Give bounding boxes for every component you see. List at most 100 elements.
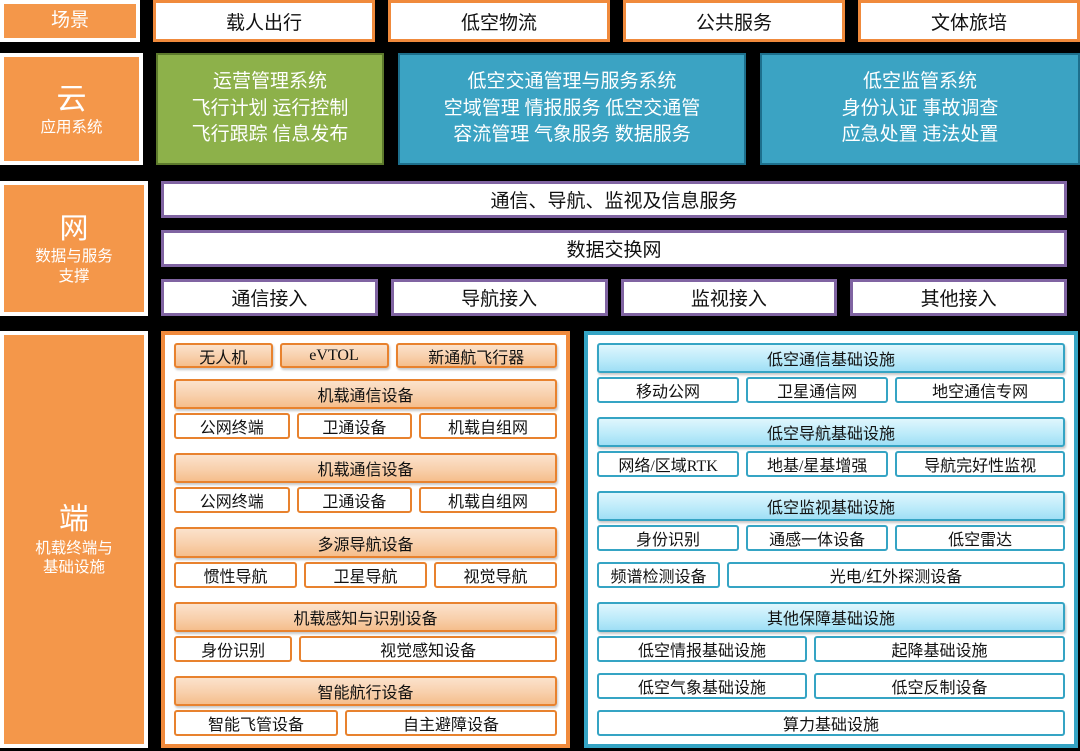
infra-item-low-altitude-counter-uas-equipment[interactable]: 低空反制设备: [813, 673, 1065, 699]
network-access-other[interactable]: 其他接入: [850, 279, 1067, 316]
infra-item-identity-recognition[interactable]: 身份识别: [597, 525, 740, 551]
airborne-item-inertial-navigation[interactable]: 惯性导航: [174, 561, 297, 588]
infra-item-spectrum-detection-equipment[interactable]: 频谱检测设备: [597, 562, 721, 588]
infra-item-navigation-integrity-monitoring[interactable]: 导航完好性监视: [895, 451, 1065, 477]
scenario-label-text: 场景: [50, 10, 89, 32]
terminal-layer: 端 机载终端与 基础设施 无人机 eVTOL 新通航飞行器 机载通信设备 公网终…: [0, 331, 1080, 751]
infra-group-header-other-support[interactable]: 其他保障基础设施: [597, 602, 1065, 632]
scenario-box-low-altitude-logistics[interactable]: 低空物流: [388, 0, 610, 42]
airborne-item-visual-sensing-equipment[interactable]: 视觉感知设备: [299, 635, 557, 662]
airborne-group-header-sensing[interactable]: 机载感知与识别设备: [174, 601, 557, 632]
spacer: [597, 481, 1065, 487]
cloud-system-list: 运营管理系统 飞行计划 运行控制 飞行跟踪 信息发布 低空交通管理与服务系统 空…: [156, 53, 1080, 165]
spacer: [174, 372, 557, 375]
infra-group-items-other-row1: 低空情报基础设施 起降基础设施: [597, 636, 1065, 662]
airborne-item-intelligent-flight-management[interactable]: 智能飞管设备: [174, 710, 338, 737]
network-label-sub2: 支撑: [58, 267, 90, 285]
terminal-layer-label: 端 机载终端与 基础设施: [0, 331, 148, 748]
terminal-label-sub1: 机载终端与: [35, 539, 113, 557]
airborne-group-header-comm-2[interactable]: 机载通信设备: [174, 453, 557, 484]
spacer: [174, 443, 557, 449]
infra-group-header-surveillance[interactable]: 低空监视基础设施: [597, 491, 1065, 521]
airborne-group-items-sensing: 身份识别 视觉感知设备: [174, 635, 557, 662]
airborne-group-items-comm-2: 公网终端 卫通设备 机载自组网: [174, 487, 557, 514]
infra-group-header-navigation[interactable]: 低空导航基础设施: [597, 417, 1065, 447]
airborne-item-autonomous-obstacle-avoidance[interactable]: 自主避障设备: [345, 710, 557, 737]
spacer: [174, 666, 557, 672]
network-layer-label: 网 数据与服务 支撑: [0, 181, 148, 316]
terminal-label-sub2: 基础设施: [42, 559, 105, 577]
network-content: 通信、导航、监视及信息服务 数据交换网 通信接入 导航接入 监视接入 其他接入: [161, 181, 1067, 316]
spacer: [597, 555, 1065, 558]
airborne-group-header-comm-1[interactable]: 机载通信设备: [174, 379, 557, 410]
airborne-item-visual-navigation[interactable]: 视觉导航: [434, 561, 557, 588]
infra-group-items-surveillance-row1: 身份识别 通感一体设备 低空雷达: [597, 525, 1065, 551]
cloud-system-title: 低空交通管理与服务系统: [467, 70, 677, 92]
airborne-item-satcom-equipment[interactable]: 卫通设备: [296, 413, 413, 440]
terminal-label-main: 端: [59, 503, 89, 537]
infra-item-satellite-communication-network[interactable]: 卫星通信网: [746, 377, 889, 403]
infra-item-integrated-sensing-communication[interactable]: 通感一体设备: [746, 525, 889, 551]
infra-item-air-ground-dedicated-network[interactable]: 地空通信专网: [895, 377, 1065, 403]
infra-item-takeoff-landing-infrastructure[interactable]: 起降基础设施: [813, 636, 1065, 662]
cloud-system-line3: 应急处置 违法处置: [841, 124, 999, 146]
scenario-layer: 场景 载人出行 低空物流 公共服务 文体旅培: [0, 0, 1080, 42]
airborne-group-items-intelligent-flight: 智能飞管设备 自主避障设备: [174, 710, 557, 737]
cloud-label-sub: 应用系统: [40, 119, 103, 137]
airborne-item-satcom-equipment[interactable]: 卫通设备: [296, 487, 413, 514]
cloud-system-title: 运营管理系统: [212, 70, 327, 92]
cloud-system-line3: 容流管理 气象服务 数据服务: [453, 124, 691, 146]
aircraft-type-evtol[interactable]: eVTOL: [279, 343, 389, 368]
airborne-item-airborne-adhoc-network[interactable]: 机载自组网: [419, 487, 557, 514]
scenario-box-manned-travel[interactable]: 载人出行: [153, 0, 375, 42]
airborne-item-public-network-terminal[interactable]: 公网终端: [174, 487, 290, 514]
infra-item-low-altitude-information-infrastructure[interactable]: 低空情报基础设施: [597, 636, 807, 662]
spacer: [597, 666, 1065, 669]
cloud-label-main: 云: [56, 82, 87, 116]
airborne-group-header-navigation[interactable]: 多源导航设备: [174, 527, 557, 558]
infra-item-computing-power-infrastructure[interactable]: 算力基础设施: [597, 710, 1065, 736]
network-access-list: 通信接入 导航接入 监视接入 其他接入: [161, 279, 1067, 316]
network-bar-cns-services[interactable]: 通信、导航、监视及信息服务: [161, 181, 1067, 218]
network-access-communication[interactable]: 通信接入: [161, 279, 378, 316]
network-layer: 网 数据与服务 支撑 通信、导航、监视及信息服务 数据交换网 通信接入 导航接入…: [0, 181, 1080, 316]
infra-item-ground-satellite-augmentation[interactable]: 地基/星基增强: [746, 451, 889, 477]
network-bar-data-exchange[interactable]: 数据交换网: [161, 230, 1067, 267]
infra-item-network-regional-rtk[interactable]: 网络/区域RTK: [597, 451, 740, 477]
infra-item-mobile-public-network[interactable]: 移动公网: [597, 377, 740, 403]
cloud-system-operations-management[interactable]: 运营管理系统 飞行计划 运行控制 飞行跟踪 信息发布: [156, 53, 384, 165]
airborne-equipment-panel: 无人机 eVTOL 新通航飞行器 机载通信设备 公网终端 卫通设备 机载自组网 …: [161, 331, 570, 748]
infra-group-items-surveillance-row2: 频谱检测设备 光电/红外探测设备: [597, 562, 1065, 588]
network-label-main: 网: [59, 213, 89, 245]
infra-item-low-altitude-radar[interactable]: 低空雷达: [895, 525, 1065, 551]
spacer: [174, 517, 557, 523]
airborne-item-airborne-adhoc-network[interactable]: 机载自组网: [419, 413, 557, 440]
spacer: [174, 592, 557, 598]
scenario-box-list: 载人出行 低空物流 公共服务 文体旅培: [153, 0, 1080, 42]
airborne-group-items-navigation: 惯性导航 卫星导航 视觉导航: [174, 561, 557, 588]
network-access-navigation[interactable]: 导航接入: [390, 279, 608, 316]
infrastructure-panel: 低空通信基础设施 移动公网 卫星通信网 地空通信专网 低空导航基础设施 网络/区…: [584, 331, 1078, 748]
aircraft-type-uav[interactable]: 无人机: [174, 343, 273, 368]
infra-item-low-altitude-meteorological-infrastructure[interactable]: 低空气象基础设施: [597, 673, 807, 699]
network-label-sub1: 数据与服务: [35, 248, 113, 266]
cloud-system-regulatory[interactable]: 低空监管系统 身份认证 事故调查 应急处置 违法处置: [760, 53, 1080, 165]
aircraft-type-new-ga[interactable]: 新通航飞行器: [395, 343, 557, 368]
network-access-surveillance[interactable]: 监视接入: [620, 279, 838, 316]
cloud-layer-label: 云 应用系统: [0, 53, 143, 165]
airborne-group-header-intelligent-flight[interactable]: 智能航行设备: [174, 675, 557, 707]
airborne-item-public-network-terminal[interactable]: 公网终端: [174, 413, 290, 440]
airborne-item-identity-recognition[interactable]: 身份识别: [174, 635, 293, 662]
infra-group-items-communication: 移动公网 卫星通信网 地空通信专网: [597, 377, 1065, 403]
infra-group-header-communication[interactable]: 低空通信基础设施: [597, 343, 1065, 373]
airborne-item-satellite-navigation[interactable]: 卫星导航: [304, 561, 427, 588]
infra-item-electro-optical-infrared-detection[interactable]: 光电/红外探测设备: [727, 562, 1065, 588]
infra-group-items-other-row3: 算力基础设施: [597, 710, 1065, 736]
scenario-box-culture-tourism[interactable]: 文体旅培: [858, 0, 1080, 42]
cloud-system-traffic-management[interactable]: 低空交通管理与服务系统 空域管理 情报服务 低空交通管 容流管理 气象服务 数据…: [398, 53, 746, 165]
cloud-system-line3: 飞行跟踪 信息发布: [191, 124, 349, 146]
cloud-system-line2: 空域管理 情报服务 低空交通管: [443, 97, 701, 119]
spacer: [597, 592, 1065, 598]
spacer: [597, 703, 1065, 706]
scenario-box-public-service[interactable]: 公共服务: [623, 0, 845, 42]
